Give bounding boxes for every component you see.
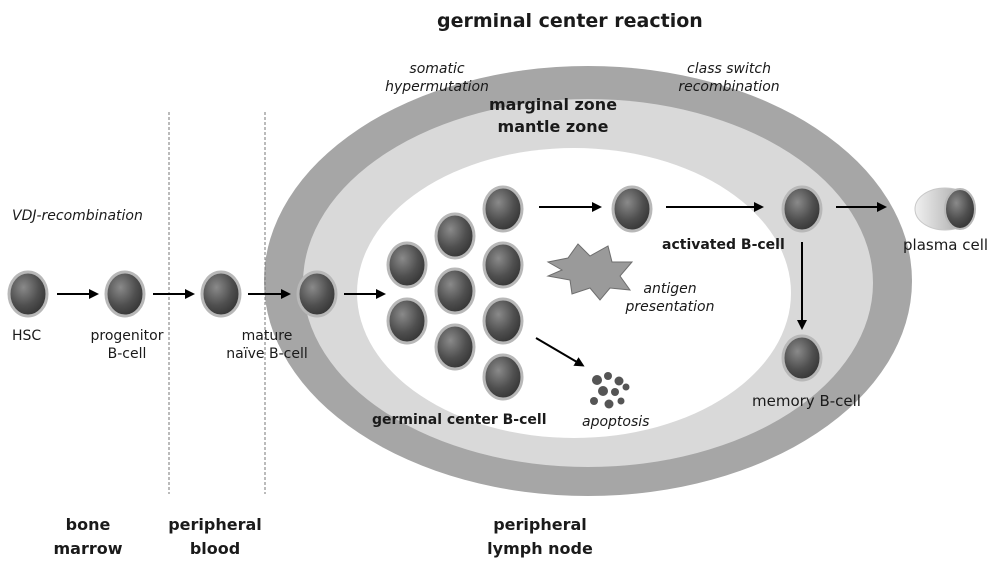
cell-gc-5 [436,325,474,369]
cell-mature [298,272,336,316]
mantle-zone-label: mantle zone [488,118,618,136]
peripheral-blood-label: peripheral blood [160,513,270,561]
hsc-label: HSC [12,327,41,345]
cell-plasma [915,188,975,230]
cell-memory [783,336,821,380]
cell-gc-2 [388,299,426,343]
activated-b-cell-label: activated B-cell [662,236,785,254]
diagram-title: germinal center reaction [437,12,703,30]
cell-gc-6 [484,187,522,231]
memory-b-cell-label: memory B-cell [752,392,861,410]
cell-blood [202,272,240,316]
cell-gc-1 [388,243,426,287]
plasma-cell-label: plasma cell [903,236,988,254]
marginal-zone-label: marginal zone [488,96,618,114]
cell-gc-8 [484,299,522,343]
peripheral-lymph-node-label: peripheral lymph node [480,513,600,561]
progenitor-b-cell-label: progenitor B-cell [82,327,172,363]
cell-gc-7 [484,243,522,287]
cell-hsc [9,272,47,316]
antigen-presentation-label: antigen presentation [620,280,720,316]
cell-selected [613,187,651,231]
cell-gc-4 [436,269,474,313]
bone-marrow-label: bone marrow [38,513,138,561]
class-switch-label: class switch recombination [664,60,794,96]
somatic-hypermutation-label: somatic hypermutation [382,60,492,96]
germinal-center-b-cell-label: germinal center B-cell [372,411,547,429]
cell-activated [783,187,821,231]
cell-progenitor [106,272,144,316]
mature-naive-b-cell-label: mature naïve B-cell [212,327,322,363]
vdj-recombination-label: VDJ-recombination [12,207,143,225]
apoptosis-label: apoptosis [582,413,649,431]
cell-gc-9 [484,355,522,399]
cell-gc-3 [436,214,474,258]
